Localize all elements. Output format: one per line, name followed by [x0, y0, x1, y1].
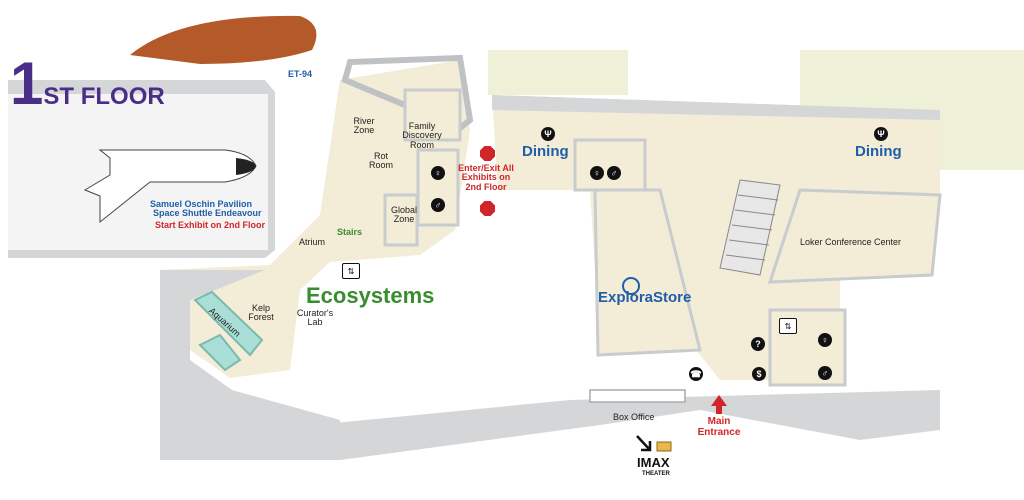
floor-title-number: 1 [10, 50, 44, 117]
restroom-icon: ♂ [818, 366, 832, 380]
aquarium-lower [198, 333, 242, 372]
main-entrance-arrow [711, 395, 727, 414]
dollar-icon: $ [752, 367, 766, 381]
kelp-forest-label: Kelp Forest [248, 303, 274, 323]
imax-film-icon [656, 441, 672, 452]
main-entrance-label: Main Entrance [697, 416, 741, 438]
enter-exit-label: Enter/Exit All Exhibits on 2nd Floor [458, 163, 514, 192]
box-office-label: Box Office [613, 412, 655, 422]
stop-sign-icon [480, 146, 495, 161]
phone-icon: ☎ [689, 367, 703, 381]
rot-room-label: Rot Room [368, 151, 393, 171]
west-wing-walls [160, 270, 340, 440]
fork-knife-icon: Ψ [541, 127, 555, 141]
aquarium-tank [193, 290, 264, 357]
dining-right-label: Dining [855, 143, 902, 160]
grass-area-left [488, 50, 628, 95]
west-wing-floor [160, 60, 470, 378]
store-block [593, 188, 702, 357]
loker-conference-label: Loker Conference Center [800, 237, 902, 247]
elevator-icon: ⇅ [342, 263, 360, 279]
ecosystems-title: Ecosystems [306, 283, 435, 308]
restroom-icon: ♀ [818, 333, 832, 347]
globe-icon [622, 277, 640, 295]
shuttle-nose [236, 158, 256, 175]
restroom-icon: ♂ [607, 166, 621, 180]
conference-block [767, 188, 942, 284]
dining-restroom-block [573, 138, 647, 192]
global-zone-block [383, 193, 419, 247]
box-office-counter [589, 389, 686, 403]
imax-label: IMAX [637, 455, 670, 470]
atrium-label: Atrium [299, 237, 326, 247]
river-zone-label: River Zone [353, 116, 375, 136]
pavilion-shuttle: Space Shuttle Endeavour [153, 208, 262, 218]
floor-title: 1ST FLOOR [10, 52, 165, 115]
elevator-icon: ⇅ [779, 318, 797, 334]
explora-store-label: ExploraStore [598, 289, 692, 306]
main-stairs [719, 179, 781, 276]
restroom-block-west [416, 148, 460, 227]
floor-title-text: ST FLOOR [43, 83, 165, 110]
question-icon: ? [751, 337, 765, 351]
restroom-icon: ♀ [431, 166, 445, 180]
fork-knife-icon: Ψ [874, 127, 888, 141]
restroom-icon: ♀ [590, 166, 604, 180]
space-shuttle [83, 149, 257, 224]
south-wall [160, 390, 940, 460]
curators-lab-label: Curator's Lab [296, 308, 334, 328]
global-zone-label: Global Zone [390, 205, 417, 225]
imax-theater-label: THEATER [642, 471, 670, 477]
pavilion-name: Samuel Oschin Pavilion [150, 199, 253, 209]
et94-label: ET-94 [288, 69, 313, 79]
imax-arrow [636, 435, 652, 452]
restroom-icon: ♂ [431, 198, 445, 212]
east-north-wall [492, 95, 940, 120]
family-room-block [403, 88, 462, 142]
family-discovery-label: Family Discovery Room [402, 121, 442, 150]
pavilion-start-note: Start Exhibit on 2nd Floor [155, 220, 265, 230]
dining-left-label: Dining [522, 143, 569, 160]
planet-decoration [130, 15, 317, 64]
stop-sign-icon [480, 201, 495, 216]
stairs-label: Stairs [337, 227, 363, 237]
